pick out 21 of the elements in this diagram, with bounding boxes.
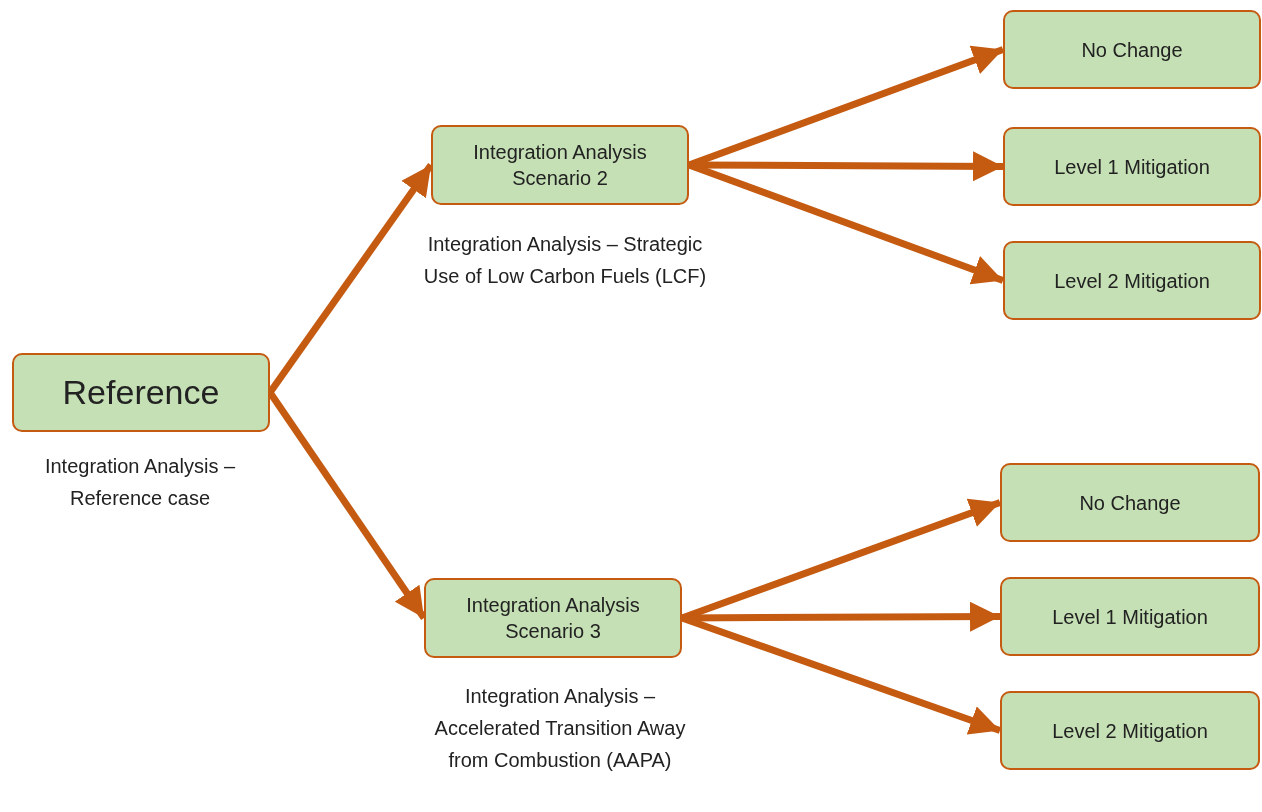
- scenario-description: Integration Analysis – Reference case: [43, 454, 237, 511]
- box-label: Level 1 Mitigation: [1054, 154, 1210, 180]
- box-label: Integration Analysis Scenario 2: [472, 140, 648, 191]
- box-label: Integration Analysis Scenario 3: [465, 593, 641, 644]
- scenario-description: Integration Analysis – Accelerated Transition Away from Combustion (AAPA): [433, 684, 687, 773]
- process-box: [12, 353, 270, 432]
- process-box: [1003, 127, 1261, 206]
- process-box: [1003, 241, 1261, 320]
- box-label: Level 2 Mitigation: [1052, 718, 1208, 744]
- process-box: [1000, 691, 1260, 770]
- box-label: Level 2 Mitigation: [1054, 268, 1210, 294]
- process-box: [424, 578, 682, 658]
- box-label: No Change: [1079, 490, 1181, 516]
- process-box: [1000, 463, 1260, 542]
- box-label: No Change: [1081, 37, 1183, 63]
- scenario-description: Integration Analysis – Strategic Use of Low Carbon Fuels (LCF): [422, 232, 708, 289]
- process-box: [431, 125, 689, 205]
- box-label: Level 1 Mitigation: [1052, 604, 1208, 630]
- process-box: [1000, 577, 1260, 656]
- process-box: [1003, 10, 1261, 89]
- box-label: Reference: [62, 372, 220, 414]
